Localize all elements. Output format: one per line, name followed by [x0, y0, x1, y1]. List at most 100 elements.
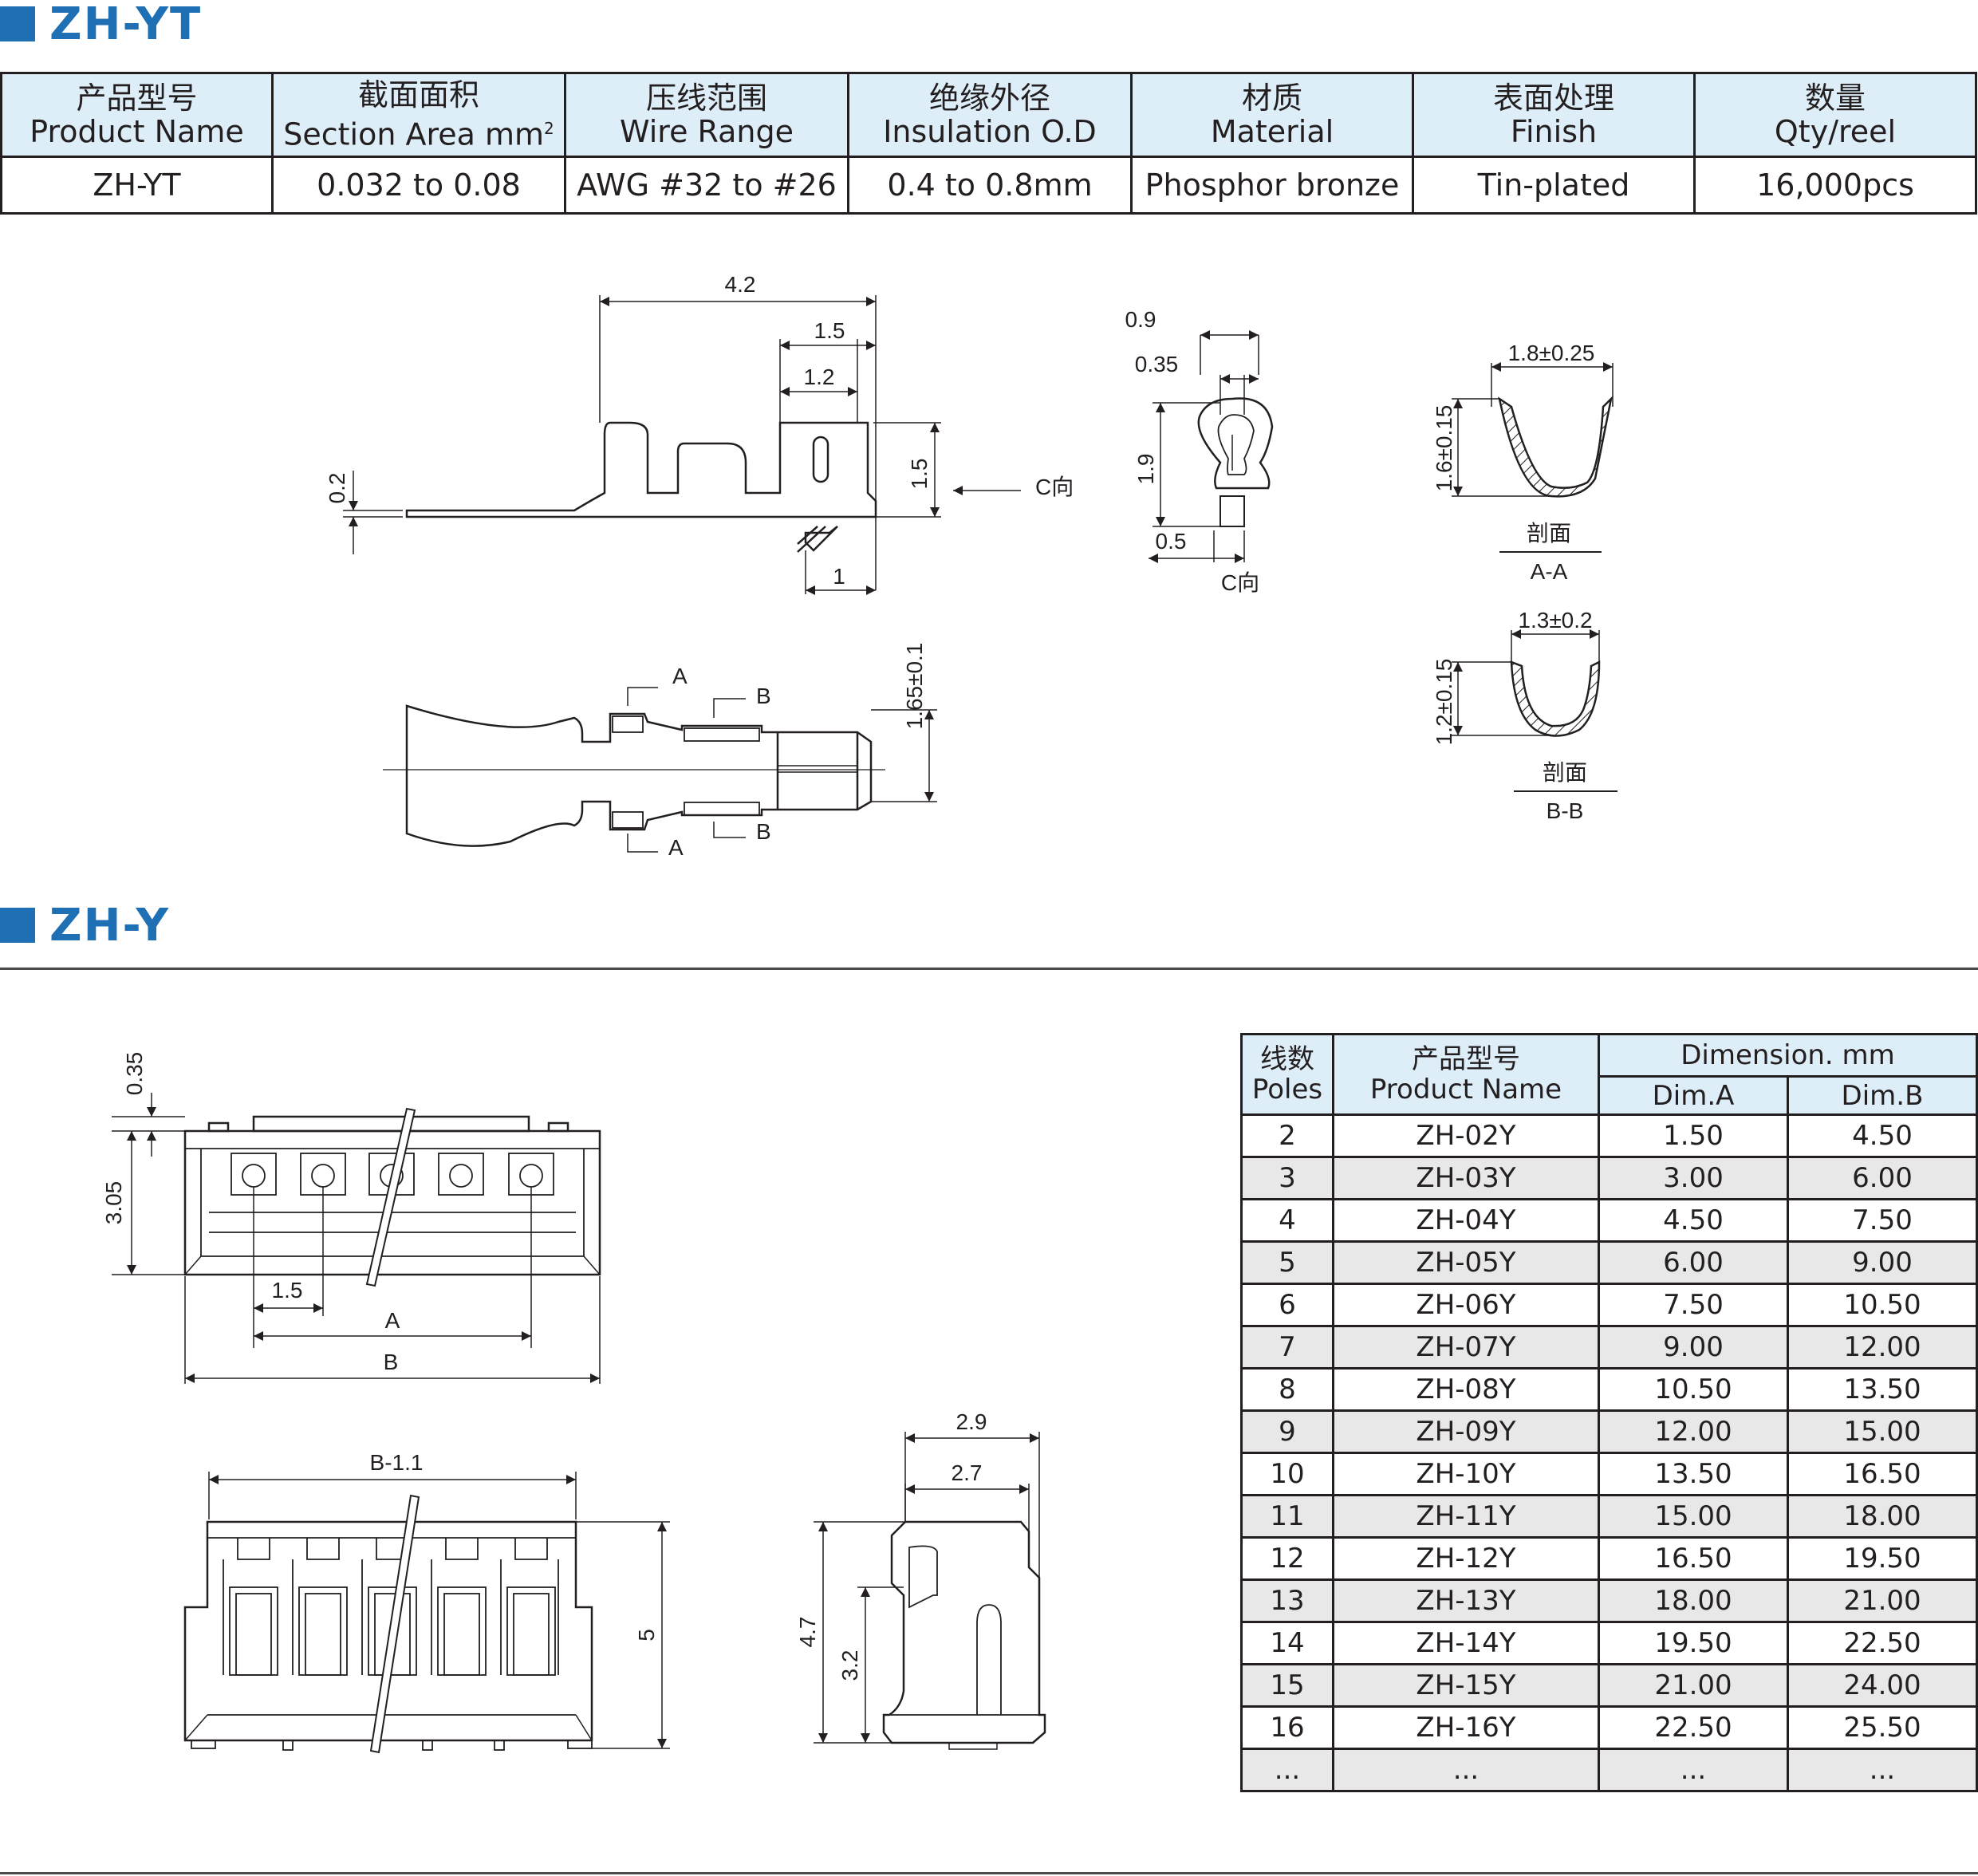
- spec-cell: AWG #32 to #26: [564, 156, 849, 215]
- section-title-zh-y: ZH-Y: [0, 900, 170, 952]
- table-cell: ZH-13Y: [1332, 1578, 1600, 1623]
- table-cell: 16.50: [1787, 1452, 1978, 1496]
- dim-label: 1.2: [804, 365, 835, 389]
- housing-front-view: [183, 1472, 670, 1754]
- table-cell: ZH-08Y: [1332, 1367, 1600, 1412]
- table-cell: ZH-10Y: [1332, 1452, 1600, 1496]
- table-cell: 16.50: [1598, 1536, 1789, 1581]
- table-cell: ZH-12Y: [1332, 1536, 1600, 1581]
- table-cell: 19.50: [1787, 1536, 1978, 1581]
- table-cell: 8: [1240, 1367, 1334, 1412]
- table-cell: 14: [1240, 1621, 1334, 1665]
- dim-label: B-1.1: [370, 1450, 424, 1475]
- dim-label: 3.2: [837, 1650, 862, 1681]
- dim-label: 4.2: [725, 272, 756, 297]
- housing-top-view: [112, 1093, 601, 1384]
- table-cell: ...: [1598, 1748, 1789, 1792]
- dim-label: 0.2: [325, 473, 349, 504]
- section-title-zh-yt: ZH-YT: [0, 0, 202, 50]
- table-cell: 6.00: [1598, 1240, 1789, 1285]
- spec-data-row: ZH-YT 0.032 to 0.08 AWG #32 to #26 0.4 t…: [0, 156, 1977, 215]
- table-cell: 10: [1240, 1452, 1334, 1496]
- spec-cell: ZH-YT: [0, 156, 274, 215]
- dim-label: 0.9: [1125, 307, 1156, 332]
- dim-label: 1.8±0.25: [1508, 341, 1595, 365]
- dim-label: 1.65±0.1: [902, 643, 927, 730]
- table-cell: ZH-09Y: [1332, 1409, 1600, 1454]
- bottom-divider: [0, 1872, 1978, 1874]
- dim-label: 1: [833, 564, 845, 589]
- table-cell: ZH-06Y: [1332, 1283, 1600, 1327]
- table-cell: 22.50: [1598, 1705, 1789, 1750]
- table-cell: 21.00: [1787, 1578, 1978, 1623]
- dim-label: 1.5: [272, 1278, 303, 1303]
- table-cell: 22.50: [1787, 1621, 1978, 1665]
- table-cell: 21.00: [1598, 1663, 1789, 1708]
- table-cell: ...: [1240, 1748, 1334, 1792]
- table-cell: ZH-03Y: [1332, 1156, 1600, 1200]
- table-cell: 10.50: [1598, 1367, 1789, 1412]
- table-cell: 6.00: [1787, 1156, 1978, 1200]
- table-cell: 13: [1240, 1578, 1334, 1623]
- dim-label: 4.7: [795, 1617, 820, 1648]
- table-cell: 24.00: [1787, 1663, 1978, 1708]
- table-cell: ...: [1332, 1748, 1600, 1792]
- table-cell: ZH-02Y: [1332, 1113, 1600, 1158]
- table-cell: 1.50: [1598, 1113, 1789, 1158]
- dim-header-a: Dim.A: [1598, 1075, 1789, 1116]
- terminal-top-view: [383, 687, 937, 853]
- section-marker-icon: [0, 908, 35, 943]
- table-cell: 3: [1240, 1156, 1334, 1200]
- terminal-side-view: [343, 295, 1021, 595]
- table-cell: 18.00: [1787, 1494, 1978, 1539]
- section-caption: 剖面: [1543, 760, 1587, 785]
- table-cell: 15.00: [1787, 1409, 1978, 1454]
- table-cell: 7.50: [1787, 1198, 1978, 1243]
- table-cell: ZH-05Y: [1332, 1240, 1600, 1285]
- spec-cell: Tin-plated: [1412, 156, 1696, 215]
- dim-label: 1.3±0.2: [1518, 608, 1592, 633]
- dim-label: 2.7: [952, 1460, 983, 1485]
- table-cell: 9: [1240, 1409, 1334, 1454]
- table-cell: 6: [1240, 1283, 1334, 1327]
- table-cell: 25.50: [1787, 1705, 1978, 1750]
- dim-label: 1.2±0.15: [1432, 659, 1456, 746]
- table-cell: 12.00: [1598, 1409, 1789, 1454]
- section-marker-b: B: [756, 684, 771, 708]
- spec-cell: Phosphor bronze: [1130, 156, 1414, 215]
- section-caption: B-B: [1547, 798, 1584, 823]
- section-caption: 剖面: [1527, 521, 1571, 546]
- dim-label: 1.5: [907, 459, 932, 490]
- table-cell: 9.00: [1787, 1240, 1978, 1285]
- table-cell: 16: [1240, 1705, 1334, 1750]
- table-cell: ZH-11Y: [1332, 1494, 1600, 1539]
- table-cell: 18.00: [1598, 1578, 1789, 1623]
- table-cell: ZH-14Y: [1332, 1621, 1600, 1665]
- dim-header-dimension: Dimension. mm: [1598, 1033, 1978, 1078]
- housing-side-view: [814, 1432, 1046, 1750]
